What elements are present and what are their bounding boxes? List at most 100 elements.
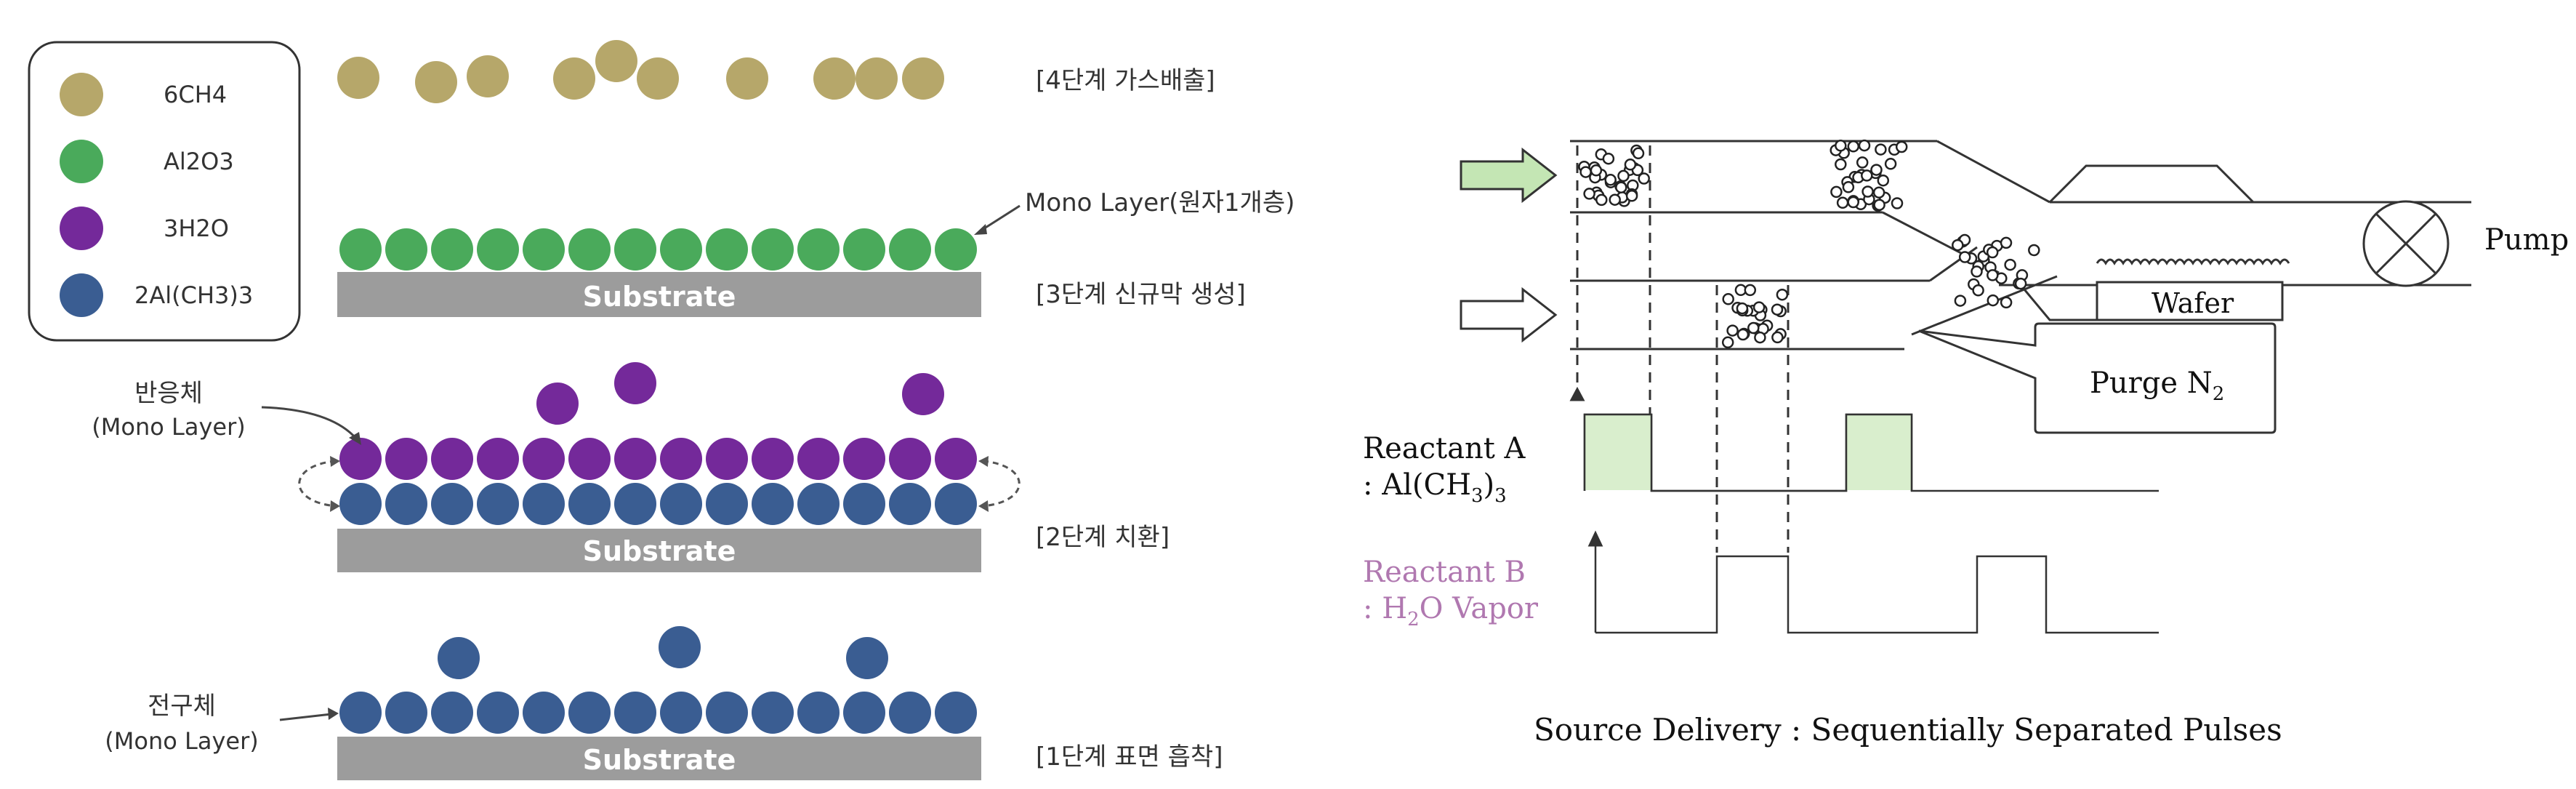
tma-particle: [568, 692, 611, 734]
gas-molecule: [1972, 284, 1984, 297]
gas-molecule: [1877, 174, 1890, 187]
tma-particle: [889, 483, 931, 525]
pulse-axis-b-arrowhead: [1587, 530, 1603, 547]
stage2-label: [2단계 치환]: [1036, 523, 1170, 552]
pulse-a-2: [1847, 415, 1911, 490]
tma-particle: [660, 692, 702, 734]
gas-molecule: [1721, 336, 1734, 349]
tma-particle: [477, 483, 519, 525]
alumina-particle: [752, 228, 794, 271]
exchange-arrowhead-left-top: [330, 456, 340, 467]
gas-molecule: [1617, 169, 1630, 183]
tma-particle: [935, 692, 977, 734]
gas-molecule: [1754, 331, 1766, 344]
gas-molecule: [1625, 190, 1638, 202]
tma-particle: [659, 626, 701, 668]
reactant-a-formula-sub2: 3: [1494, 485, 1507, 507]
alumina-particle: [339, 228, 382, 271]
reactor-chamber-top: [2048, 164, 2255, 204]
pump-label: Pump: [2484, 223, 2569, 257]
right-panel-text: Pump Wafer Purge N2 Reactant A : Al(CH3)…: [1363, 223, 2569, 748]
gas-molecule: [1971, 265, 1983, 278]
stage1-label: [1단계 표면 흡착]: [1036, 742, 1223, 772]
gas-molecule: [1858, 139, 1871, 152]
tma-particle: [797, 692, 840, 734]
alumina-particle: [889, 228, 931, 271]
stage3-substrate: [337, 272, 981, 317]
gas-molecule: [1895, 140, 1908, 153]
legend-swatch-water: [60, 207, 103, 250]
gas-molecule: [1884, 158, 1897, 170]
tma-particle: [797, 483, 840, 525]
tma-particle: [614, 692, 656, 734]
gas-molecule: [1771, 331, 1784, 344]
stage3-substrate-label: Substrate: [583, 281, 736, 313]
gas-molecule: [2000, 236, 2013, 249]
reactant-b-formula-sub: 2: [1407, 609, 1420, 630]
alumina-particle: [568, 228, 611, 271]
legend-swatch-alumina: [60, 140, 103, 183]
water-particle: [385, 438, 427, 480]
water-particle: [523, 438, 565, 480]
gas-molecule: [1744, 284, 1757, 297]
pump-cross-b: [2375, 212, 2437, 275]
gas-molecule: [2004, 258, 2016, 271]
legend-label-water: 3H2O: [164, 215, 229, 242]
water-particle: [614, 362, 656, 404]
water-particle: [706, 438, 748, 480]
alumina-particle: [614, 228, 656, 271]
reactant-arrow: [261, 406, 358, 439]
water-particle: [477, 438, 519, 480]
tma-particle: [431, 692, 473, 734]
gas-molecule: [1722, 293, 1734, 305]
tma-particle: [385, 483, 427, 525]
gas-molecule: [1726, 324, 1739, 337]
legend-item-alumina: Al2O3: [60, 140, 234, 183]
wafer-label: Wafer: [2152, 287, 2234, 319]
reactant-arrowhead: [349, 432, 361, 445]
exchange-arrowhead-right-bottom: [978, 500, 989, 512]
upper-channel-converge-top: [1936, 140, 2050, 204]
precursor-arrow: [279, 713, 332, 721]
methane-particle: [467, 55, 509, 97]
gas-molecule: [1632, 147, 1645, 160]
stage4-gas-exhaust: [4단계 가스배출]: [337, 40, 1215, 103]
reactant-a-formula-pre: : Al(CH: [1363, 468, 1471, 502]
tma-particle: [614, 483, 656, 525]
alumina-particle: [431, 228, 473, 271]
legend-frame: [28, 41, 301, 342]
methane-particle: [337, 57, 379, 99]
reactant-b-formula-post: O Vapor: [1420, 592, 1539, 625]
tma-particle: [339, 692, 382, 734]
water-particle: [568, 438, 611, 480]
reactant-label: 반응체: [134, 379, 203, 408]
mono-layer-arrowhead: [974, 224, 987, 235]
gas-molecule: [1638, 172, 1650, 185]
stage1-surface-adsorption: Substrate 전구체 (Mono Layer) [1단계 표면 흡착]: [105, 626, 1223, 780]
stage1-substrate: [337, 737, 981, 780]
legend-item-methane: 6CH4: [60, 73, 227, 116]
gas-molecule: [1847, 140, 1860, 153]
gas-molecule: [1615, 181, 1627, 193]
purge-callout: [1918, 322, 2277, 434]
precursor-sub-label: (Mono Layer): [105, 727, 258, 755]
legend-item-water: 3H2O: [60, 207, 229, 250]
precursor-arrowhead: [328, 708, 339, 720]
methane-particle: [637, 57, 679, 100]
tma-particle: [843, 483, 885, 525]
legend-item-tma: 2Al(CH3)3: [60, 273, 253, 317]
tma-particle: [523, 483, 565, 525]
gas-molecule: [2000, 296, 2013, 309]
stage2-floating-water: [536, 362, 944, 425]
exchange-arrowhead-left-bottom: [330, 500, 340, 512]
legend-label-methane: 6CH4: [164, 81, 227, 108]
methane-particle: [902, 57, 944, 100]
gas-molecule: [1847, 196, 1859, 209]
source-delivery-caption: Source Delivery : Sequentially Separated…: [1534, 712, 2282, 748]
alumina-particle: [477, 228, 519, 271]
gas-molecule: [1836, 196, 1849, 209]
timing-guide-a-arrowhead: [1569, 386, 1585, 401]
wafer-deposit-layer: [2096, 258, 2290, 265]
stage3-new-film: Substrate Mono Layer(원자1개층) [3단계 신규막 생성]: [337, 188, 1295, 317]
